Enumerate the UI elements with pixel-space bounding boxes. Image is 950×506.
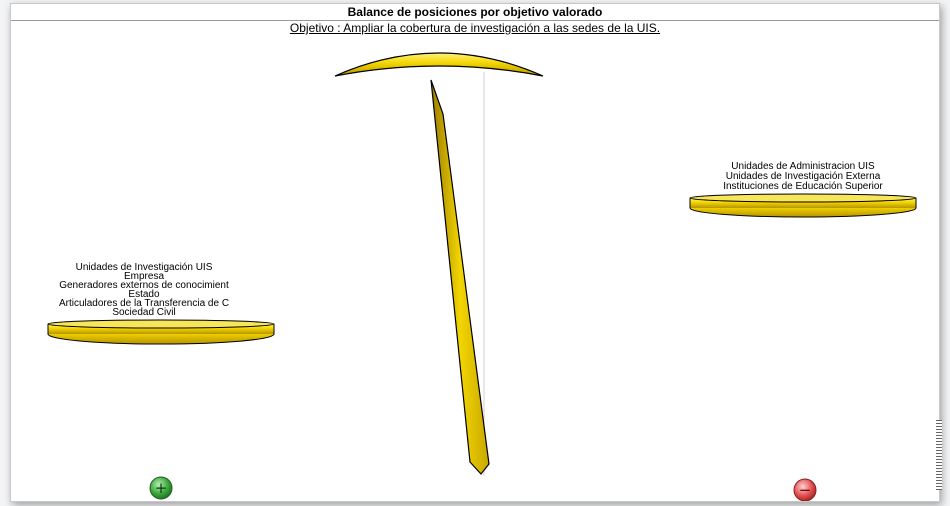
left-pan-item: Estado [128, 289, 160, 300]
objective-label: Objetivo : Ampliar la cobertura de inves… [289, 21, 661, 35]
left-pan-item: Sociedad Civil [112, 307, 176, 318]
left-pan-item: Generadores externos de conocimient [59, 280, 229, 291]
minus-icon: − [799, 481, 812, 499]
left-pan [47, 319, 275, 345]
left-pan-labels: Unidades de Investigación UIS Empresa Ge… [29, 262, 259, 318]
plus-button[interactable]: + [149, 476, 173, 500]
scroll-indicator [936, 420, 942, 490]
balance-chart-panel: Balance de posiciones por objetivo valor… [10, 3, 940, 502]
balance-beam-crescent [334, 52, 544, 77]
left-pan-item: Empresa [123, 271, 164, 282]
right-pan-item: Unidades de Administracion UIS [731, 161, 875, 172]
left-pan-item: Unidades de Investigación UIS [75, 262, 213, 273]
page-title: Balance de posiciones por objetivo valor… [11, 4, 939, 21]
left-pan-item: Articuladores de la Transferencia de C [58, 298, 230, 309]
right-pan-item: Instituciones de Educación Superior [723, 181, 883, 192]
right-pan-labels: Unidades de Administracion UIS Unidades … [683, 162, 923, 192]
plus-icon: + [155, 479, 168, 497]
right-pan-item: Unidades de Investigación Externa [725, 171, 881, 182]
balance-needle [430, 79, 490, 475]
minus-button[interactable]: − [793, 478, 817, 501]
balance-scale-drawing: + − [47, 52, 917, 501]
right-pan [689, 193, 917, 218]
